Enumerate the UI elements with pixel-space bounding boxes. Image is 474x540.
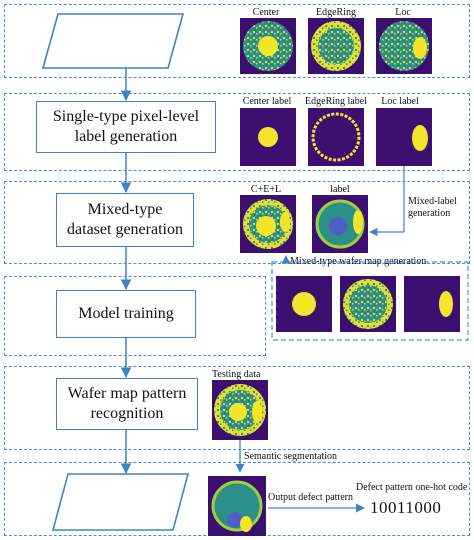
onehot-code: 10011000 — [370, 498, 442, 517]
label-center-label: Center label — [242, 96, 292, 107]
step-3-line-2: dataset generation — [67, 221, 183, 238]
step-wafer-map-pattern-recognition: Wafer map pattern recognition — [56, 378, 198, 430]
step-2-line-2: label generation — [74, 128, 178, 145]
mixed-label-line-2: generation — [408, 208, 451, 219]
step-1-line-2: single-type — [75, 42, 147, 59]
step-single-type-label-generation: Single-type pixel-level label generation — [36, 101, 216, 153]
section-frame-3 — [4, 181, 470, 264]
section-frame-4 — [4, 276, 266, 356]
wafer-gen-loc — [404, 276, 460, 332]
mixed-label-line-1: Mixed-label — [408, 196, 457, 207]
step-3-line-1: Mixed-type — [87, 201, 163, 218]
label-mixed-label: label — [330, 184, 350, 195]
label-mixed-label-generation: Mixed-label generation — [408, 196, 457, 220]
section-frame-5 — [4, 366, 470, 450]
section-frame-1 — [4, 4, 470, 78]
step-model-training: Model training — [56, 290, 196, 338]
label-onehot-title: Defect pattern one-hot code — [356, 482, 468, 493]
label-loc-label: Loc label — [381, 96, 419, 107]
step-mixedwm38-single-type: MixedWM38 single-type — [46, 18, 176, 64]
label-edgering: EdgeRing — [316, 7, 356, 18]
step-6-line-1: Output — [96, 484, 142, 501]
label-center: Center — [252, 7, 280, 18]
wafer-gen-edgering — [340, 276, 396, 332]
step-5-line-1: Wafer map pattern — [67, 385, 187, 402]
step-6-line-2: results — [98, 504, 140, 521]
label-semantic-segmentation: Semantic segmentation — [244, 451, 338, 462]
mixed-generation-frame — [271, 261, 469, 341]
section-frame-2 — [4, 93, 470, 171]
label-edgering-label: EdgeRing label — [305, 96, 367, 107]
step-4-label: Model training — [78, 305, 174, 322]
step-output-results: Output results — [60, 478, 178, 528]
label-testing-data: Testing data — [212, 369, 261, 380]
label-output-defect-pattern: Output defect pattern — [268, 492, 353, 503]
step-5-line-2: recognition — [90, 405, 164, 422]
step-2-line-1: Single-type pixel-level — [52, 108, 200, 125]
label-c-e-l: C+E+L — [250, 184, 282, 195]
step-1-line-1: MixedWM38 — [67, 22, 155, 39]
label-loc: Loc — [395, 7, 411, 18]
step-mixed-type-dataset-generation: Mixed-type dataset generation — [56, 193, 194, 247]
wafer-gen-center — [276, 276, 332, 332]
label-mixed-type-wafer-map-generation: Mixed-type wafer map generation — [290, 256, 427, 267]
